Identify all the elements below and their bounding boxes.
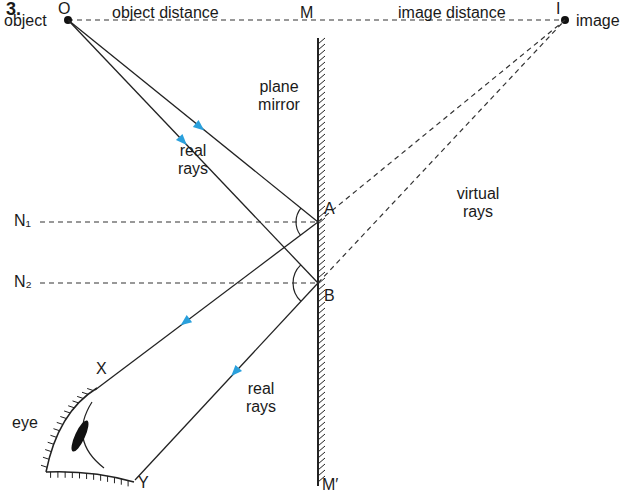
mirror-letter: M [300, 4, 313, 22]
point-letter: A [324, 200, 335, 218]
mirror-label: plane mirror [248, 78, 310, 114]
normal-label: N₂ [14, 273, 32, 291]
point-letter: B [324, 287, 335, 305]
eye-symbol [41, 388, 134, 486]
eye-point-letter: X [96, 360, 107, 378]
virtual-ray [318, 20, 565, 283]
distance-label: image distance [398, 4, 506, 22]
mirror-letter: M′ [322, 476, 338, 494]
plane-mirror [317, 38, 319, 486]
normal-line [40, 221, 318, 222]
virtual-ray [318, 20, 565, 222]
eye-label: eye [12, 414, 38, 432]
angle-arc [296, 208, 301, 235]
reflected-ray [135, 283, 318, 480]
object-label: object [4, 12, 47, 30]
distance-label: object distance [112, 4, 219, 22]
eye-point-letter: Y [138, 474, 149, 492]
normal-label: N₁ [14, 212, 31, 230]
mirror-hatching [318, 38, 325, 482]
image-letter: I [556, 0, 560, 18]
reflected-ray [95, 222, 318, 390]
image-label: image [576, 12, 620, 30]
ray-label: real rays [236, 380, 286, 416]
ray-label: real rays [168, 142, 218, 178]
normal-line [40, 282, 318, 283]
object-letter: O [58, 0, 70, 18]
ray-label: virtual rays [448, 185, 508, 221]
angle-arc [293, 265, 301, 301]
incident-ray [68, 20, 318, 283]
incident-ray [68, 20, 318, 222]
